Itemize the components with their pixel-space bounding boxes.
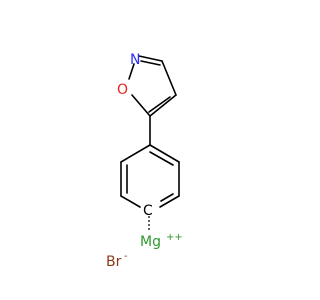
bond-ph-inner-1 xyxy=(149,151,174,166)
phenyl-ring xyxy=(120,144,180,208)
bond-ph-inner-2 xyxy=(160,193,174,202)
bond-c4-c5-double xyxy=(148,96,171,113)
bond-ph-7 xyxy=(120,144,151,163)
bond-ph-3 xyxy=(159,195,180,208)
atom-br-label: Br xyxy=(106,254,122,270)
isoxazole-ring xyxy=(128,55,177,117)
bond-o-n xyxy=(128,63,135,80)
bond-n-c3 xyxy=(138,55,163,62)
bond-ph-5 xyxy=(120,195,141,208)
atom-mg-label: Mg xyxy=(140,234,161,250)
atom-c-label: C xyxy=(143,203,153,219)
atom-br-charge: - xyxy=(124,251,128,262)
atom-o-label: O xyxy=(117,82,128,98)
bond-c4-c5 xyxy=(149,94,177,117)
atom-mg-charge: ++ xyxy=(166,232,183,243)
bond-c3-c4 xyxy=(161,60,177,96)
bond-n-c3-double xyxy=(140,60,161,66)
atom-n-label: N xyxy=(130,52,140,68)
molecule-structure-diagram: N O C Mg ++ Br - xyxy=(106,52,183,270)
bond-ph-1 xyxy=(149,144,180,163)
bond-c5-o xyxy=(131,94,151,117)
